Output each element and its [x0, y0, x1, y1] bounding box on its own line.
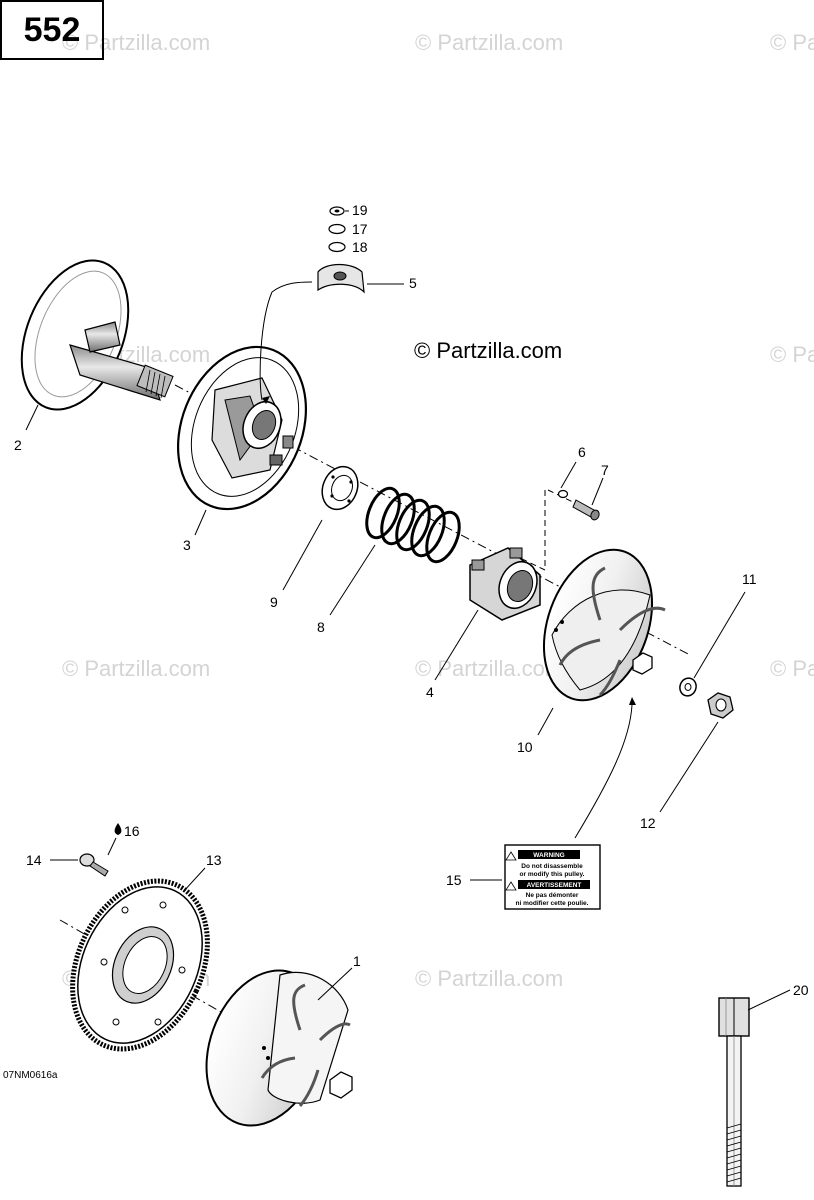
callout-5: 5 — [409, 275, 417, 291]
watermark: © Partzilla.com — [415, 656, 564, 681]
ring-gear-part-13 — [70, 878, 210, 1052]
callout-11: 11 — [742, 571, 757, 587]
warning-heading-en: WARNING — [533, 852, 564, 859]
watermark: © Partzilla.com — [415, 30, 564, 55]
slider-shoe-part-5 — [317, 263, 365, 294]
screw-part-7 — [572, 499, 600, 521]
watermark: © Partzilla.com — [62, 30, 211, 55]
arrow-head — [629, 697, 636, 705]
cap-part-17 — [328, 223, 346, 235]
spring-part-8 — [365, 486, 461, 564]
drop-icon — [114, 823, 122, 835]
movable-sheave-part-10 — [542, 548, 666, 702]
warning-text-fr-1: Ne pas démonter — [526, 892, 579, 899]
bolt-part-20 — [718, 997, 750, 1187]
callout-1: 1 — [353, 953, 361, 969]
callout-6: 6 — [578, 444, 586, 460]
watermark: © Partzilla.com — [770, 30, 814, 55]
nut-part-12 — [707, 692, 734, 719]
fixed-sheave-part-2 — [20, 259, 174, 411]
page-number-box: 552 — [0, 0, 104, 60]
washer-hole — [334, 209, 340, 213]
label-leader — [574, 704, 633, 839]
leader-lines — [25, 210, 791, 1011]
callout-17: 17 — [352, 221, 368, 237]
callout-16: 16 — [124, 823, 140, 839]
spring-seat-part-9 — [321, 465, 359, 511]
watermark: © Partzilla.com — [415, 966, 564, 991]
warning-text-en-2: or modify this pulley. — [520, 871, 585, 878]
driven-pulley-part-1 — [205, 969, 353, 1127]
drawing-code: 07NM0616a — [3, 1070, 58, 1081]
callout-18: 18 — [352, 239, 368, 255]
callout-9: 9 — [270, 594, 278, 610]
callout-13: 13 — [206, 852, 222, 868]
cam-part-4 — [469, 547, 541, 621]
callout-19: 19 — [352, 202, 368, 218]
cap-part-18 — [328, 241, 346, 253]
callout-3: 3 — [183, 537, 191, 553]
warning-heading-fr: AVERTISSEMENT — [527, 882, 582, 889]
callout-10: 10 — [517, 739, 533, 755]
watermark: © Partzilla.com — [62, 656, 211, 681]
warning-text-en-1: Do not disassemble — [521, 863, 583, 870]
callout-4: 4 — [426, 684, 434, 700]
watermark: © Partzilla.com — [770, 656, 814, 681]
warning-text-fr-2: ni modifier cette poulie. — [516, 900, 589, 907]
watermark: © Partzilla.com — [770, 342, 814, 367]
washer-part-6 — [557, 489, 569, 499]
copyright-notice: © Partzilla.com — [414, 338, 563, 363]
callout-2: 2 — [14, 437, 22, 453]
callout-12: 12 — [640, 815, 656, 831]
screw-axis-line — [519, 490, 546, 571]
callout-20: 20 — [793, 982, 809, 998]
callout-7: 7 — [601, 462, 609, 478]
callout-8: 8 — [317, 619, 325, 635]
screw-part-14 — [79, 853, 109, 877]
callout-14: 14 — [26, 852, 42, 868]
cover-plate-part-3 — [176, 281, 313, 511]
washer-hole — [684, 683, 692, 691]
callout-15: 15 — [446, 872, 462, 888]
warning-label-part-15: WARNING Do not disassemble or modify thi… — [504, 844, 601, 910]
